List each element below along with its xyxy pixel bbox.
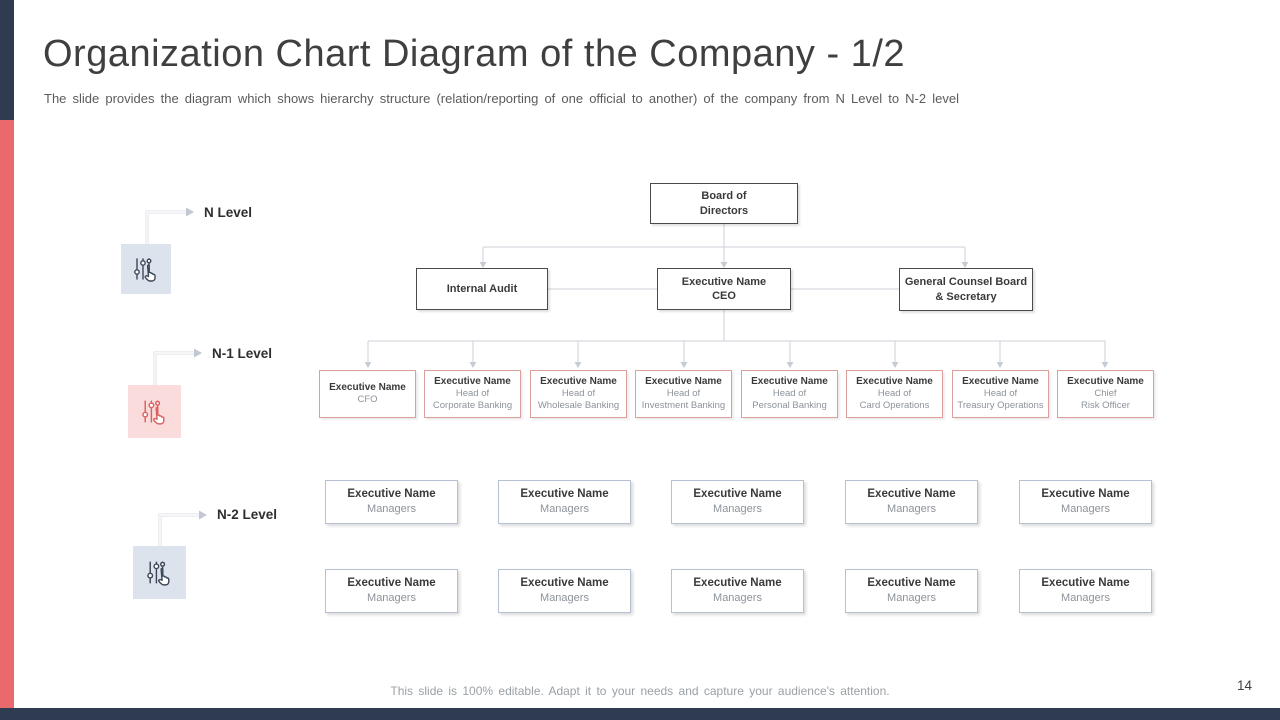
executive-name: Executive Name <box>867 577 956 590</box>
executive-name: Executive Name <box>347 488 436 501</box>
executive-name: Executive Name <box>693 488 782 501</box>
org-box-internal-audit: Internal Audit <box>416 268 548 310</box>
level-label-n2: N-2 Level <box>217 507 278 522</box>
org-box-n2-manager: Executive Name Managers <box>845 569 978 613</box>
org-box-n2-manager: Executive Name Managers <box>845 480 978 524</box>
executive-role: CEO <box>712 290 736 302</box>
sliders-hand-icon <box>121 244 171 294</box>
org-box-n1-cfo: Executive Name CFO <box>319 370 416 418</box>
executive-role: Managers <box>367 592 416 605</box>
executive-role: CFO <box>357 394 378 406</box>
executive-name: Executive Name <box>520 577 609 590</box>
executive-name: Executive Name <box>693 577 782 590</box>
executive-name: Executive Name <box>856 375 933 387</box>
executive-role: Managers <box>1061 503 1110 516</box>
org-box-n2-manager: Executive Name Managers <box>498 480 631 524</box>
org-box-n2-manager: Executive Name Managers <box>325 569 458 613</box>
sliders-hand-icon <box>133 546 186 599</box>
org-box-title: General Counsel Board & Secretary <box>904 276 1028 303</box>
executive-name: Executive Name <box>520 488 609 501</box>
org-box-n2-manager: Executive Name Managers <box>325 480 458 524</box>
page-subtitle: The slide provides the diagram which sho… <box>44 91 959 106</box>
bottom-accent-bar <box>0 708 1280 720</box>
executive-role: Managers <box>887 592 936 605</box>
page-number: 14 <box>1236 678 1252 693</box>
left-accent-red <box>0 120 14 708</box>
org-box-n2-manager: Executive Name Managers <box>1019 480 1152 524</box>
executive-name: Executive Name <box>681 275 767 288</box>
level-label-n1: N-1 Level <box>212 346 273 361</box>
org-box-n2-manager: Executive Name Managers <box>671 480 804 524</box>
executive-role: Managers <box>713 503 762 516</box>
org-box-ceo: Executive Name CEO <box>657 268 791 310</box>
executive-name: Executive Name <box>434 375 511 387</box>
org-box-general-counsel: General Counsel Board & Secretary <box>899 268 1033 311</box>
executive-role: Managers <box>713 592 762 605</box>
executive-name: Executive Name <box>1041 488 1130 501</box>
executive-name: Executive Name <box>329 381 406 393</box>
org-box-title: Internal Audit <box>446 282 518 295</box>
executive-name: Executive Name <box>540 375 617 387</box>
executive-role: Managers <box>1061 592 1110 605</box>
executive-name: Executive Name <box>962 375 1039 387</box>
org-box-n2-manager: Executive Name Managers <box>671 569 804 613</box>
executive-role: Managers <box>367 503 416 516</box>
org-box-n2-manager: Executive Name Managers <box>498 569 631 613</box>
level-label-n: N Level <box>204 205 253 220</box>
org-box-n2-manager: Executive Name Managers <box>1019 569 1152 613</box>
editable-note: This slide is 100% editable. Adapt it to… <box>390 684 890 698</box>
sliders-hand-icon <box>128 385 181 438</box>
page-title: Organization Chart Diagram of the Compan… <box>43 33 906 75</box>
executive-name: Executive Name <box>867 488 956 501</box>
left-accent-navy <box>0 0 14 120</box>
executive-name: Executive Name <box>645 375 722 387</box>
executive-role: Managers <box>540 503 589 516</box>
executive-role: Managers <box>540 592 589 605</box>
executive-name: Executive Name <box>1067 375 1144 387</box>
executive-role: Managers <box>887 503 936 516</box>
executive-name: Executive Name <box>347 577 436 590</box>
executive-name: Executive Name <box>1041 577 1130 590</box>
executive-name: Executive Name <box>751 375 828 387</box>
